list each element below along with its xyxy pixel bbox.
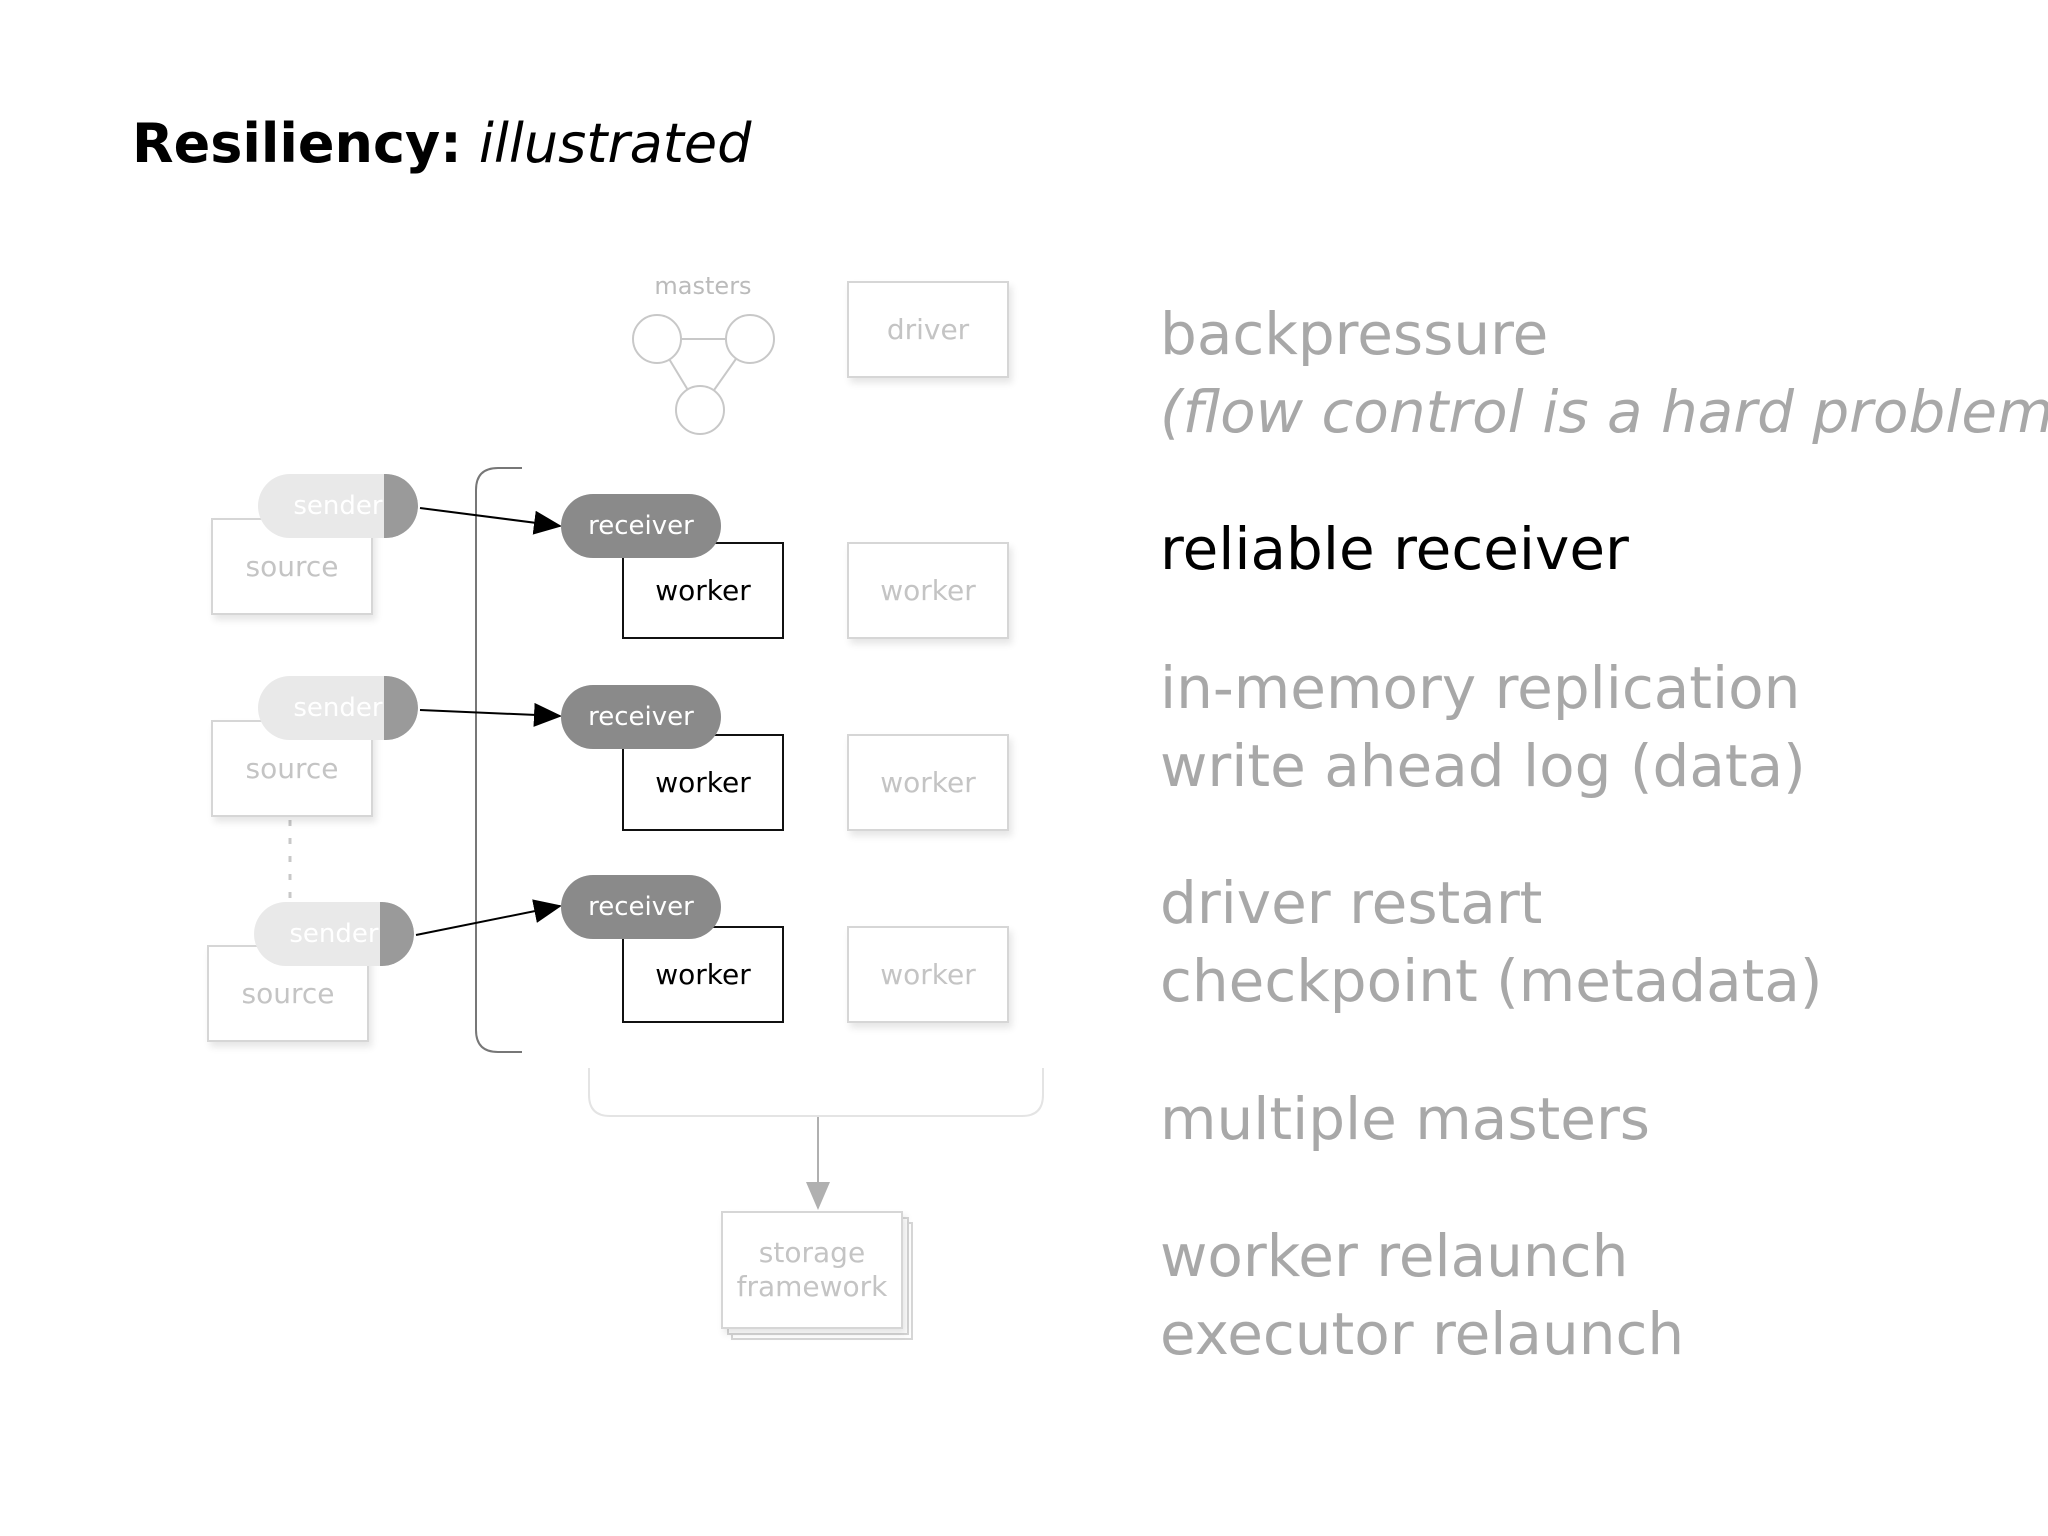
receiver-label: receiver: [588, 892, 694, 922]
worker-box-idle: worker: [847, 542, 1009, 639]
masters-label: masters: [654, 272, 752, 300]
source-label: source: [245, 549, 339, 583]
slide-title: Resiliency: illustrated: [132, 112, 751, 175]
cluster-bracket-left: [475, 467, 522, 1053]
ann-flow-control: (flow control is a hard problem): [1160, 373, 2048, 451]
ann-flow-control-text: (flow control is a hard problem): [1160, 378, 2048, 446]
storage-label-line2: framework: [736, 1270, 888, 1303]
receiver-pill: receiver: [561, 494, 721, 558]
worker-box-active: worker: [622, 926, 784, 1023]
sender-pill: sender: [258, 474, 418, 538]
sender-label: sender: [293, 491, 383, 521]
worker-box-idle: worker: [847, 734, 1009, 831]
sender-label: sender: [289, 919, 379, 949]
arrow-sender-receiver-2: [419, 702, 562, 727]
ann-worker-relaunch: worker relaunch: [1160, 1222, 1629, 1290]
worker-label: worker: [655, 573, 751, 607]
source-label: source: [245, 751, 339, 785]
worker-label: worker: [880, 573, 976, 607]
receiver-label: receiver: [588, 511, 694, 541]
arrow-sender-receiver-3: [415, 899, 562, 936]
receiver-label: receiver: [588, 702, 694, 732]
worker-box-active: worker: [622, 542, 784, 639]
ann-checkpoint: checkpoint (metadata): [1160, 947, 1823, 1015]
worker-label: worker: [655, 957, 751, 991]
ann-backpressure: backpressure: [1160, 300, 1549, 368]
title-italic: illustrated: [478, 112, 752, 175]
ann-driver-restart: driver restart: [1160, 869, 1543, 937]
sender-label: sender: [293, 693, 383, 723]
title-bold: Resiliency:: [132, 112, 462, 175]
ann-reliable-receiver: reliable receiver: [1160, 515, 1629, 583]
storage-label-line1: storage: [758, 1236, 866, 1270]
receiver-pill: receiver: [561, 875, 721, 939]
storage-box: storage framework: [721, 1211, 903, 1329]
cluster-bracket-bottom: [588, 1068, 1044, 1117]
worker-label: worker: [880, 765, 976, 799]
arrow-sender-receiver-1: [419, 507, 562, 535]
source-label: source: [241, 976, 335, 1010]
ann-executor-relaunch: executor relaunch: [1160, 1300, 1685, 1368]
driver-box: driver: [847, 281, 1009, 378]
ann-in-memory-replication: in-memory replication: [1160, 654, 1801, 722]
masters-graph: [632, 314, 775, 435]
sender-pill: sender: [254, 902, 414, 966]
master-node-1: [632, 314, 682, 364]
worker-box-active: worker: [622, 734, 784, 831]
master-node-2: [725, 314, 775, 364]
receiver-pill: receiver: [561, 685, 721, 749]
master-node-3: [675, 385, 725, 435]
driver-label: driver: [886, 312, 970, 346]
ann-write-ahead-log: write ahead log (data): [1160, 732, 1806, 800]
worker-label: worker: [655, 765, 751, 799]
worker-box-idle: worker: [847, 926, 1009, 1023]
worker-label: worker: [880, 957, 976, 991]
ann-multiple-masters: multiple masters: [1160, 1085, 1651, 1153]
sender-pill: sender: [258, 676, 418, 740]
